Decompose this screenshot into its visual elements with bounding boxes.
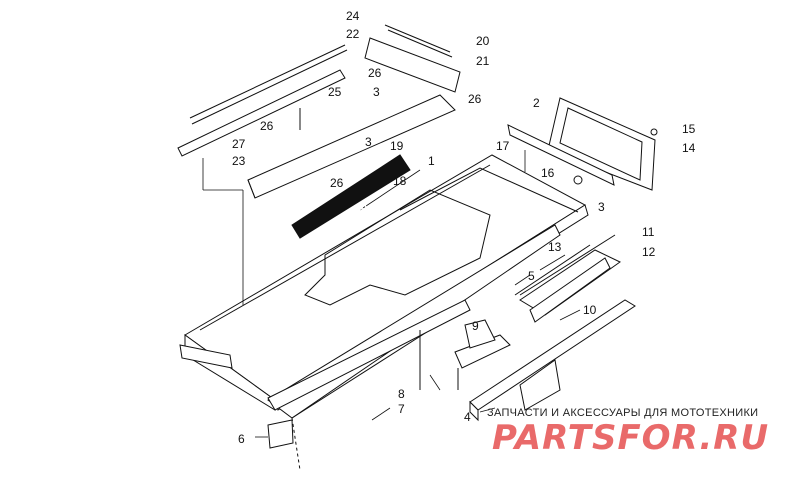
callout-24: 24 bbox=[346, 9, 360, 23]
callout-23: 23 bbox=[232, 154, 246, 168]
callout-12: 12 bbox=[642, 245, 656, 259]
callout-4: 4 bbox=[464, 410, 471, 424]
callout-20: 20 bbox=[476, 34, 490, 48]
callout-18: 18 bbox=[393, 174, 407, 188]
callout-26: 26 bbox=[330, 176, 344, 190]
callout-3: 3 bbox=[373, 85, 380, 99]
callout-26: 26 bbox=[368, 66, 382, 80]
top-rails bbox=[177, 44, 456, 199]
callout-26: 26 bbox=[260, 119, 274, 133]
top-right-rail bbox=[364, 24, 461, 93]
callout-21: 21 bbox=[476, 54, 490, 68]
callout-labels: 1 2 3 3 3 4 5 6 7 8 9 10 11 12 13 14 15 … bbox=[232, 9, 696, 446]
callout-8: 8 bbox=[398, 387, 405, 401]
callout-19: 19 bbox=[390, 139, 404, 153]
callout-26: 26 bbox=[468, 92, 482, 106]
callout-7: 7 bbox=[398, 402, 405, 416]
callout-3: 3 bbox=[365, 135, 372, 149]
callout-1: 1 bbox=[428, 154, 435, 168]
callout-2: 2 bbox=[533, 96, 540, 110]
tunnel-part bbox=[184, 154, 589, 419]
callout-3: 3 bbox=[598, 200, 605, 214]
heat-exchanger-bracket bbox=[514, 234, 621, 323]
callout-16: 16 bbox=[541, 166, 555, 180]
running-board bbox=[267, 299, 471, 471]
callout-27: 27 bbox=[232, 137, 246, 151]
callout-9: 9 bbox=[472, 319, 479, 333]
callout-25: 25 bbox=[328, 85, 342, 99]
callout-11: 11 bbox=[642, 225, 655, 239]
callout-6: 6 bbox=[238, 432, 245, 446]
footrest-pad bbox=[454, 319, 511, 390]
watermark-caption: ЗАПЧАСТИ И АКСЕССУАРЫ ДЛЯ МОТОТЕХНИКИ bbox=[487, 407, 759, 419]
callout-14: 14 bbox=[682, 141, 696, 155]
callout-22: 22 bbox=[346, 27, 360, 41]
callout-15: 15 bbox=[682, 122, 696, 136]
callout-10: 10 bbox=[583, 303, 597, 317]
callout-5: 5 bbox=[528, 269, 535, 283]
watermark-logo: PARTSFOR.RU bbox=[492, 418, 770, 458]
left-bracket bbox=[179, 344, 294, 449]
callout-17: 17 bbox=[496, 139, 510, 153]
right-rail bbox=[469, 299, 636, 422]
callout-13: 13 bbox=[548, 240, 562, 254]
rear-flap bbox=[507, 97, 658, 191]
arctic-cat-decal bbox=[291, 154, 411, 239]
leader-lines bbox=[202, 150, 581, 438]
